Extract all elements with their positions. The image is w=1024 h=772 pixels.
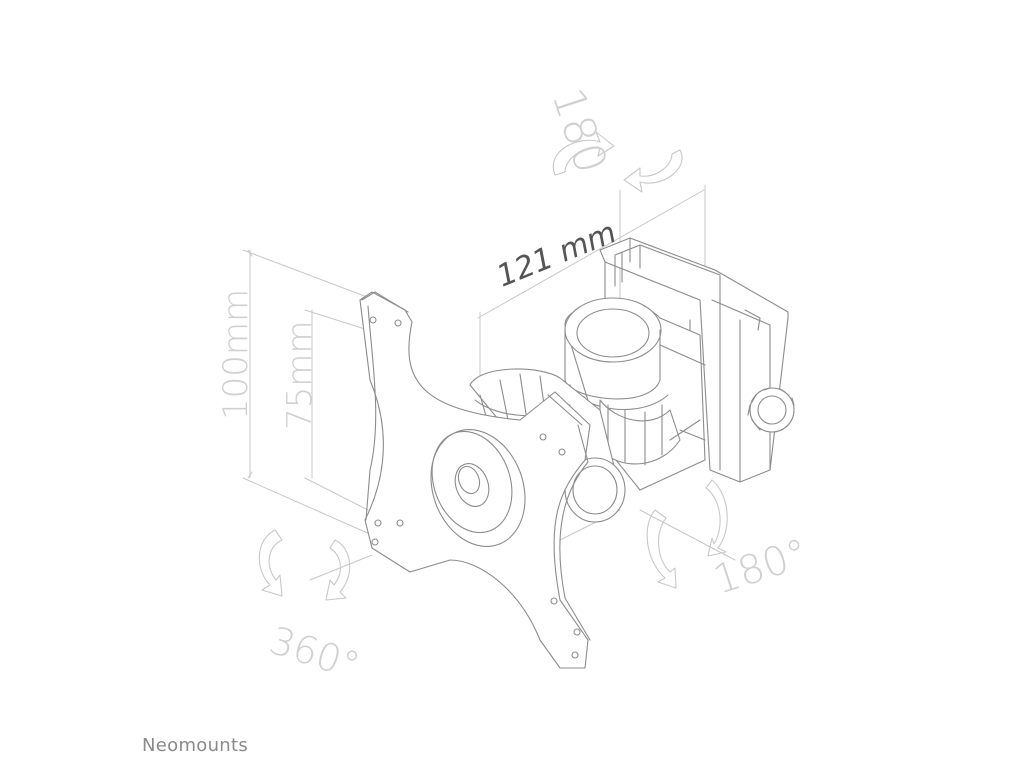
swivel-joint — [564, 297, 706, 491]
vesa-plate — [359, 291, 591, 669]
brand-logo: Neomounts — [142, 735, 249, 756]
vesa-75-label: 75mm — [280, 320, 320, 430]
knob — [747, 387, 795, 433]
rotation-arrows-top — [552, 131, 683, 193]
rotation-arrows-plate — [258, 529, 351, 601]
rotation-arrows-swivel — [646, 479, 728, 589]
vesa-100-label: 100mm — [216, 288, 256, 420]
dimension-lines — [242, 184, 736, 581]
